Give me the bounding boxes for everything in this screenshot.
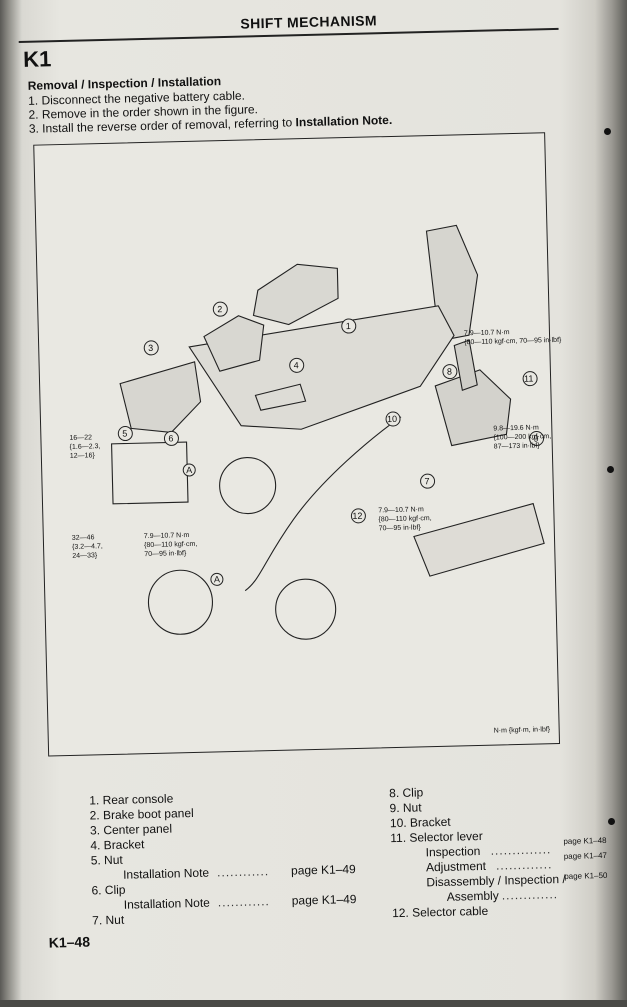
- torque-spec-5-line-2: {80—110 kgf·cm,: [144, 541, 197, 549]
- callout-11: [522, 371, 538, 387]
- part-10: 10. Bracket: [389, 814, 451, 831]
- detail-box: [111, 441, 189, 505]
- callout-5-label: 5: [122, 428, 127, 438]
- detail-marker-a-1: A: [186, 465, 192, 475]
- bracket-drawing: [254, 383, 307, 411]
- callout-11-label: 11: [524, 374, 534, 384]
- torque-spec-3-line-2: {1.6—2.3,: [70, 443, 101, 451]
- center-panel-drawing: [119, 361, 202, 433]
- part-5-page-ref: page K1–49: [290, 862, 356, 878]
- part-12: 12. Selector cable: [391, 903, 489, 921]
- binder-hole: [604, 128, 611, 135]
- part-1: 1. Rear console: [89, 791, 174, 808]
- torque-spec-6-line-1: 7.9—10.7 N·m: [378, 506, 424, 514]
- part-3: 3. Center panel: [89, 821, 173, 838]
- torque-spec-3-line-1: 16—22: [69, 434, 92, 442]
- part-5-installation-note: Installation Note: [122, 865, 210, 882]
- part-11-inspection-leader: ..............: [490, 842, 552, 858]
- torque-unit-note: N·m {kgf·m, in·lbf}: [494, 726, 551, 734]
- part-2: 2. Brake boot panel: [89, 805, 194, 823]
- torque-spec-3-line-3: 12—16}: [70, 452, 96, 460]
- callout-9: [529, 430, 545, 446]
- callout-2-label: 2: [217, 304, 222, 314]
- part-11-assembly: Assembly: [446, 888, 499, 904]
- page-header-title: SHIFT MECHANISM: [240, 12, 378, 32]
- callout-detail-a-2: [210, 572, 224, 586]
- callout-6-label: 6: [168, 433, 173, 443]
- part-7: 7. Nut: [92, 912, 125, 928]
- callout-5: [117, 426, 133, 442]
- part-11-inspection: Inspection: [425, 843, 481, 860]
- detail-marker-a-2: A: [214, 574, 220, 584]
- callout-detail-a-1: [182, 463, 196, 477]
- procedure-step-3-bold: Installation Note.: [295, 112, 393, 130]
- torque-spec-2-line-2: {100—200 kgf·cm,: [493, 433, 551, 441]
- part-11-adjustment-page-ref: page K1–47: [563, 850, 608, 861]
- callout-6: [163, 430, 179, 446]
- shift-knob-drawing: [453, 339, 478, 392]
- section-code: K1: [22, 46, 52, 72]
- exploded-view-figure: 1 2 3 4 5 6 7 8 9 10 11 12 A A 7.9—10.7 …: [33, 132, 562, 757]
- binder-hole: [608, 818, 615, 825]
- exploded-view-drawing: 1 2 3 4 5 6 7 8 9 10 11 12 A A 7.9—10.7 …: [69, 224, 562, 735]
- torque-spec-6-line-3: 70—95 in·lbf}: [379, 524, 422, 532]
- torque-spec-4-line-2: {3.2—4.7,: [72, 543, 103, 551]
- callout-7-label: 7: [424, 476, 429, 486]
- callout-10: [385, 411, 401, 427]
- part-6-leader: ............: [217, 894, 270, 910]
- torque-spec-1-line-1: 7.9—10.7 N·m: [464, 329, 510, 337]
- binder-hole: [607, 466, 614, 473]
- callout-12-label: 12: [352, 511, 362, 521]
- part-6: 6. Clip: [91, 882, 126, 898]
- callout-9-label: 9: [533, 433, 538, 443]
- detail-circle-clip: [219, 457, 277, 515]
- callout-1-label: 1: [346, 321, 351, 331]
- callout-3: [143, 340, 159, 356]
- torque-spec-5-line-3: 70—95 in·lbf}: [144, 550, 187, 558]
- part-4: 4. Bracket: [90, 837, 145, 853]
- page-number: K1–48: [48, 933, 91, 951]
- part-11-assembly-leader: .............: [501, 887, 559, 903]
- callout-8: [442, 364, 458, 380]
- torque-spec-4-line-3: 24—33}: [72, 552, 98, 560]
- detail-circle-cable-end: [275, 578, 337, 640]
- callout-7: [420, 473, 436, 489]
- part-11-disassembly-page-ref: page K1–50: [564, 870, 608, 881]
- torque-spec-4-line-1: 32—46: [72, 534, 95, 542]
- part-11-adjustment-leader: .............: [495, 857, 553, 873]
- part-6-page-ref: page K1–49: [291, 892, 357, 908]
- selector-cable-drawing: [244, 416, 402, 592]
- torque-spec-2-line-3: 87—173 in·lbf}: [494, 442, 541, 450]
- callout-4-label: 4: [294, 360, 299, 370]
- part-9: 9. Nut: [389, 800, 422, 816]
- part-11-inspection-page-ref: page K1–48: [563, 835, 607, 846]
- rear-tray-drawing: [252, 263, 339, 326]
- callout-4: [289, 357, 305, 373]
- detail-circle-bracket: [147, 569, 214, 635]
- torque-spec-5-line-1: 7.9—10.7 N·m: [144, 532, 190, 540]
- part-6-installation-note: Installation Note: [123, 895, 211, 912]
- callout-2: [212, 301, 228, 317]
- callout-3-label: 3: [148, 343, 153, 353]
- part-5-leader: ............: [216, 864, 270, 880]
- callout-10-label: 10: [387, 414, 397, 424]
- torque-spec-2-line-1: 9.8—19.6 N·m: [493, 424, 539, 432]
- callout-12: [350, 508, 366, 524]
- callout-1: [341, 318, 357, 334]
- brake-boot-panel-drawing: [203, 315, 265, 372]
- callout-8-label: 8: [447, 367, 452, 377]
- torque-spec-1-line-2: {80—110 kgf·cm, 70—95 in·lbf}: [464, 337, 562, 346]
- console-bracket-inset-drawing: [413, 502, 545, 577]
- part-5: 5. Nut: [90, 852, 123, 868]
- part-11: 11. Selector lever: [390, 828, 483, 846]
- part-8: 8. Clip: [389, 785, 424, 801]
- torque-spec-6-line-2: {80—110 kgf·cm,: [378, 515, 431, 523]
- part-11-adjustment: Adjustment: [425, 858, 487, 875]
